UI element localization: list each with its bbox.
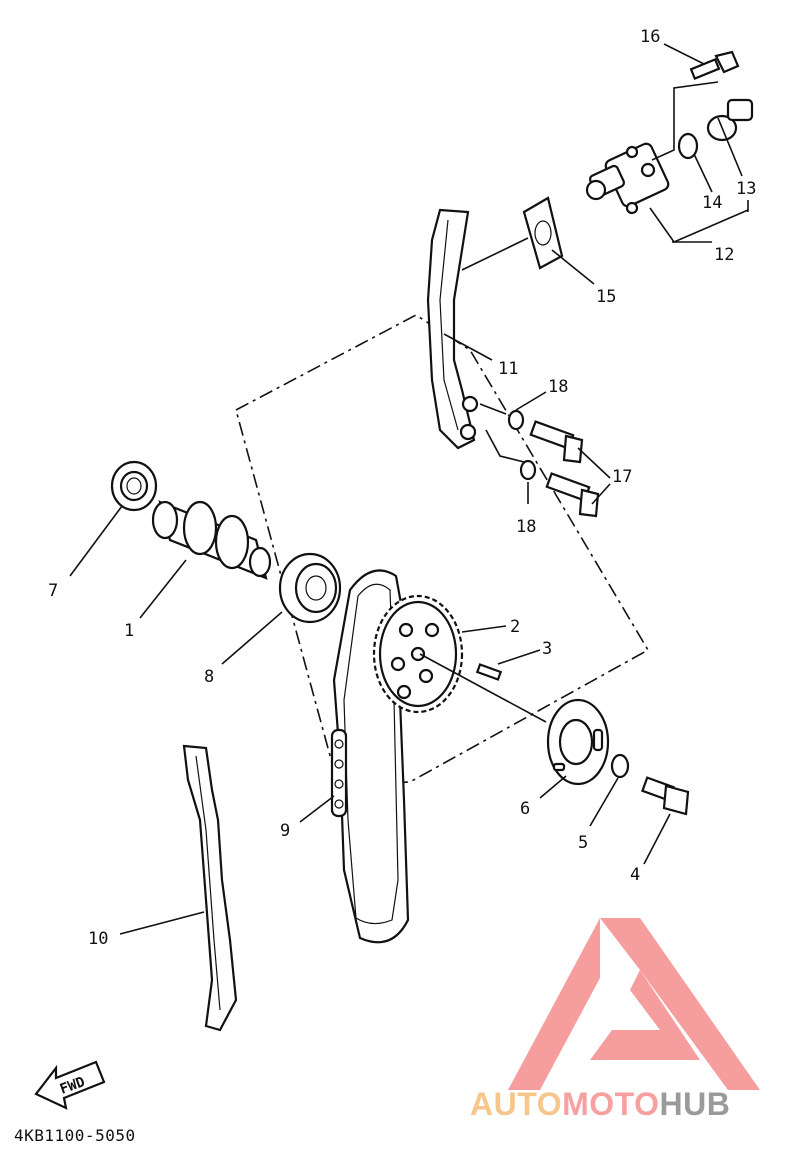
chain-links-icon <box>330 728 348 818</box>
label-7: 7 <box>48 581 58 601</box>
fwd-arrow-icon: FWD <box>34 1060 106 1110</box>
chain-guide-11 <box>426 208 479 450</box>
cam-sprocket-2 <box>372 594 464 714</box>
label-17: 17 <box>612 467 632 487</box>
gasket-15 <box>522 196 564 270</box>
watermark-hub: HUB <box>659 1086 731 1122</box>
bearing-8 <box>278 552 342 624</box>
bearing-7 <box>110 460 158 512</box>
label-12: 12 <box>714 245 734 265</box>
label-3: 3 <box>542 639 552 659</box>
leader-lines <box>69 43 749 935</box>
chain-guide-10 <box>182 744 238 1032</box>
label-2: 2 <box>510 617 520 637</box>
gasket-14 <box>677 132 699 160</box>
label-5: 5 <box>578 833 588 853</box>
label-4: 4 <box>630 865 640 885</box>
washer-5 <box>610 753 630 779</box>
label-18-lower: 18 <box>516 517 536 537</box>
label-1: 1 <box>124 621 134 641</box>
pin-3 <box>475 663 503 681</box>
label-16: 16 <box>640 27 660 47</box>
watermark-auto: AUTO <box>470 1086 563 1122</box>
label-18-upper: 18 <box>548 377 568 397</box>
diagram-code: 4KB1100-5050 <box>14 1126 136 1145</box>
label-13: 13 <box>736 179 756 199</box>
label-15: 15 <box>596 287 616 307</box>
plate-6 <box>546 698 610 786</box>
label-14: 14 <box>702 193 722 213</box>
label-10: 10 <box>88 929 108 949</box>
watermark-logo-icon <box>508 918 760 1090</box>
label-11: 11 <box>498 359 518 379</box>
cam-chain-tensioner <box>585 142 670 215</box>
bolt-16 <box>689 50 740 80</box>
camshaft-1 <box>151 500 272 580</box>
label-6: 6 <box>520 799 530 819</box>
plug-13 <box>706 98 754 142</box>
bolt-4 <box>641 776 690 816</box>
watermark-moto: MOTO <box>562 1086 660 1122</box>
label-9: 9 <box>280 821 290 841</box>
watermark-text: AUTOMOTOHUB <box>470 1086 730 1123</box>
washer-18-lower <box>519 459 537 481</box>
bolts-17 <box>529 420 600 518</box>
washer-18-upper <box>507 409 525 431</box>
label-8: 8 <box>204 667 214 687</box>
